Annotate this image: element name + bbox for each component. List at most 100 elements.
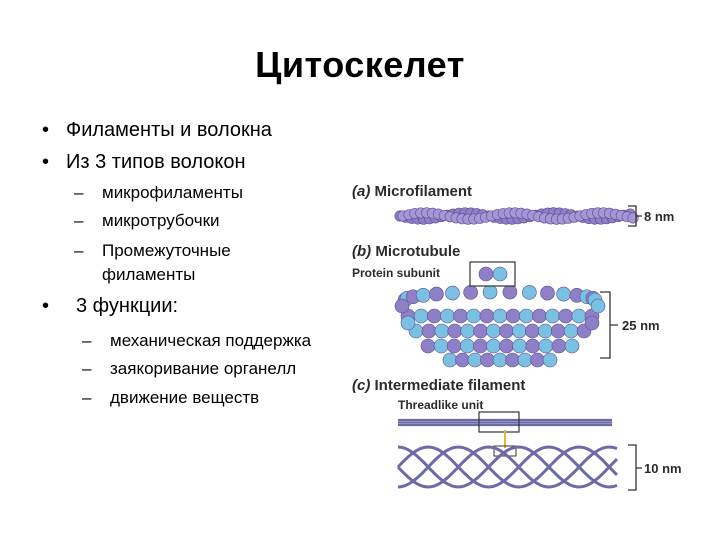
tubulin-bead: [556, 286, 571, 302]
tubulin-bead: [434, 323, 450, 339]
tubulin-bead: [467, 352, 483, 368]
dash-mark: –: [74, 241, 84, 260]
tubulin-bead: [460, 323, 475, 339]
bullet-dot: •: [42, 151, 50, 173]
tubulin-bead: [499, 338, 514, 354]
tubulin-bead: [540, 285, 555, 301]
microfilament-size-label: 8 nm: [644, 209, 674, 224]
tubulin-bead: [442, 352, 458, 368]
threadlike-unit-label: Threadlike unit: [398, 398, 484, 412]
tubulin-bead: [590, 298, 606, 314]
tubulin-bead: [447, 323, 463, 339]
type-label: Промежуточные: [102, 241, 231, 260]
tubulin-bead: [433, 338, 449, 354]
threadlike-unit-box: [478, 411, 520, 433]
function-label: механическая поддержка: [110, 331, 312, 350]
tubulin-bead: [446, 338, 462, 354]
tubulin-bead: [550, 323, 566, 339]
rope-strand: [397, 445, 619, 489]
microtubule-heading: (b) Microtubule: [352, 243, 460, 260]
tubulin-bead: [429, 286, 444, 302]
tubulin-bead: [426, 308, 442, 324]
tubulin-bead: [571, 308, 587, 324]
intermediate-filament-heading: (c) Intermediate filament: [352, 377, 525, 394]
panel-name: Microtubule: [375, 243, 461, 260]
tubulin-bead: [473, 338, 488, 354]
panel-letter: (a): [352, 183, 371, 200]
dash-mark: –: [82, 388, 92, 407]
dash-mark: –: [74, 211, 84, 230]
rope-strand: [396, 445, 618, 489]
function-label: движение веществ: [110, 388, 260, 407]
protein-subunit-label: Protein subunit: [352, 266, 440, 280]
tubulin-bead: [538, 338, 554, 354]
tubulin-bead: [564, 338, 580, 354]
type-label: микротрубочки: [102, 211, 220, 230]
rope-strand: [397, 445, 619, 489]
microfilament-strand: [394, 207, 639, 225]
protein-subunit-box: [469, 261, 516, 287]
tubulin-bead: [512, 323, 527, 339]
tubulin-bead: [584, 315, 600, 331]
tubulin-bead: [563, 323, 579, 339]
tubulin-bead: [463, 285, 478, 300]
intermediate-size-label: 10 nm: [644, 461, 682, 476]
tubulin-bead: [466, 308, 482, 324]
actin-bead: [627, 212, 639, 224]
tubulin-bead: [545, 308, 560, 324]
tubulin-bead: [505, 308, 521, 324]
tubulin-bead: [502, 284, 518, 300]
tubulin-bead: [518, 308, 534, 324]
panel-name: Intermediate filament: [374, 377, 526, 394]
bullet-dot: •: [42, 295, 50, 317]
dash-mark: –: [82, 331, 92, 350]
tubulin-bead: [486, 338, 501, 354]
tubulin-bead: [455, 352, 470, 368]
tubulin-bead: [453, 308, 468, 324]
tubulin-bead: [482, 284, 498, 300]
bullet-text: 3 функции:: [76, 295, 179, 317]
tubulin-bead: [486, 323, 501, 339]
dash-mark: –: [82, 359, 92, 378]
microtubule-cylinder: [394, 284, 606, 368]
intermediate-size-bracket: [628, 444, 642, 491]
intermediate-filament-rope: [396, 411, 619, 489]
tubulin-bead: [537, 323, 553, 339]
tubulin-bead: [517, 352, 533, 368]
tubulin-bead: [413, 308, 429, 324]
size-brackets: [600, 205, 642, 491]
tubulin-bead: [420, 338, 436, 354]
tubulin-bead: [558, 308, 574, 324]
tubulin-bead: [492, 352, 508, 368]
dash-mark: –: [74, 183, 84, 202]
panel-letter: (b): [352, 243, 372, 260]
tubulin-bead: [400, 315, 416, 331]
tubulin-bead: [459, 338, 475, 354]
tubulin-bead: [505, 352, 520, 368]
tubulin-bead: [421, 323, 437, 339]
tubulin-bead: [522, 285, 537, 300]
rope-segment-box: [493, 445, 517, 457]
bullet-text: Филаменты и волокна: [66, 119, 272, 141]
tubulin-bead: [445, 285, 460, 301]
function-label: заякоривание органелл: [110, 359, 297, 378]
tubulin-bead: [479, 308, 495, 324]
bullet-text: Из 3 типов волокон: [66, 151, 246, 173]
tubulin-bead: [525, 323, 540, 339]
type-label-continued: филаменты: [102, 265, 196, 284]
tubulin-bead: [492, 308, 508, 324]
panel-name: Microfilament: [374, 183, 473, 200]
panel-letter: (c): [352, 377, 371, 394]
slide-title: Цитоскелет: [255, 44, 465, 85]
tubulin-bead: [473, 323, 488, 339]
tubulin-bead: [440, 308, 455, 324]
tubulin-bead: [499, 323, 514, 339]
tubulin-bead: [512, 338, 527, 354]
tubulin-bead: [542, 352, 558, 368]
tubulin-bead: [415, 287, 431, 303]
tubulin-bead: [525, 338, 541, 354]
bullet-dot: •: [42, 119, 50, 141]
tubulin-bead: [530, 352, 545, 368]
type-label: микрофиламенты: [102, 183, 243, 202]
microfilament-heading: (a) Microfilament: [352, 183, 472, 200]
